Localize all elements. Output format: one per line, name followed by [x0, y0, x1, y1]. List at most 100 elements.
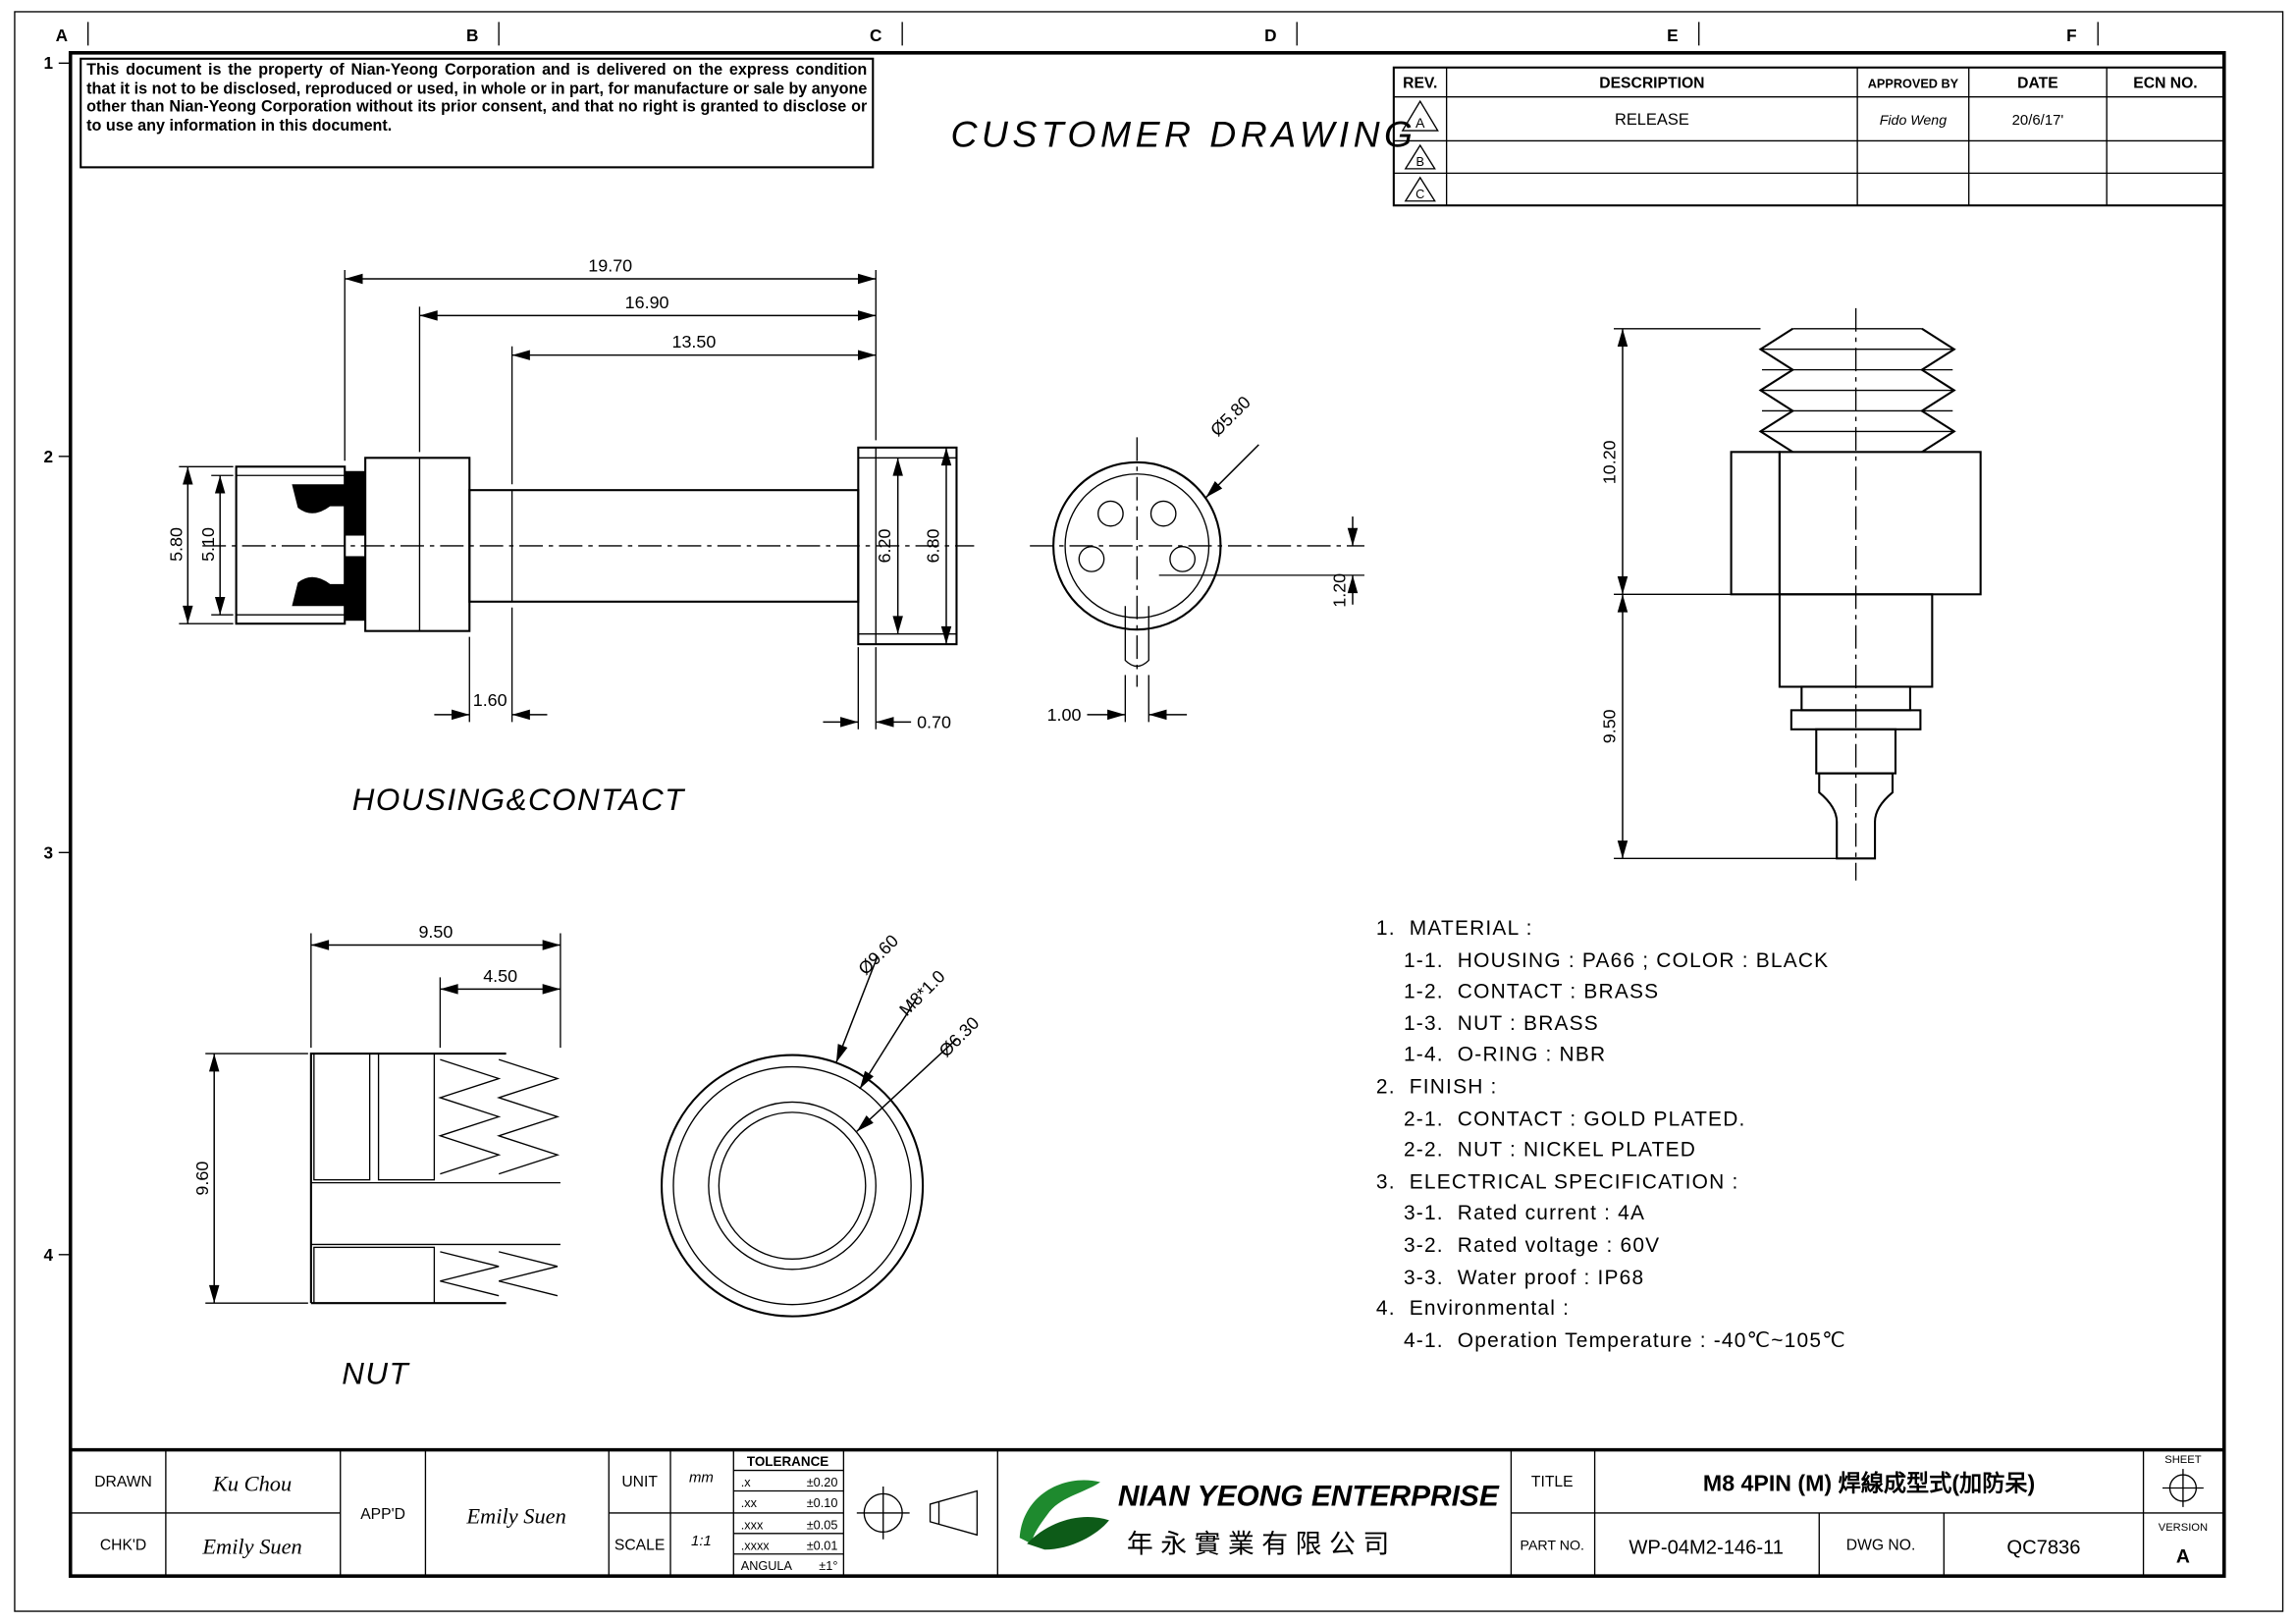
dim-1-60: 1.60 [434, 607, 548, 723]
sheet-label: SHEET [2164, 1454, 2201, 1466]
zone-row-3: 3 [44, 842, 54, 862]
tol-x-label: .x [741, 1476, 752, 1489]
title-block-horizontals [70, 1469, 2224, 1555]
tol-angle-label: ANGULA [741, 1559, 793, 1573]
property-notice-text: This document is the property of Nian-Ye… [86, 61, 868, 135]
svg-text:Ø9.60: Ø9.60 [854, 931, 902, 979]
scale-label: SCALE [614, 1537, 665, 1553]
dim-dia-9-60: Ø9.60 [835, 931, 902, 1063]
keyway-slot [1124, 606, 1149, 668]
nut-thread-profile-2 [496, 1058, 561, 1175]
unit-label: UNIT [621, 1474, 658, 1490]
revision-row-a: A RELEASE Fido Weng 20/6/17' [1401, 99, 2063, 132]
nut-knurl [1778, 451, 1982, 596]
svg-text:1.60: 1.60 [473, 690, 507, 710]
nut-side-view: 9.50 4.50 9.60 NUT [192, 922, 561, 1390]
svg-text:5.80: 5.80 [166, 527, 186, 562]
property-notice: This document is the property of Nian-Ye… [80, 57, 875, 169]
pin-2 [1149, 500, 1177, 527]
inner-border [68, 51, 2226, 1578]
contact-tail-inner-lines [236, 474, 346, 616]
outer-border [14, 11, 2284, 1612]
sheet-border: A B C D E F 1 2 3 4 [14, 11, 2284, 1612]
projection-symbols [856, 1487, 979, 1540]
dim-0-70: 0.70 [823, 647, 951, 731]
dim-9-50-overmold: 9.50 [1600, 594, 1838, 859]
housing-contact-label: HOUSING&CONTACT [352, 783, 686, 817]
contact-carrier-upper [345, 470, 366, 536]
dim-10-20: 10.20 [1600, 328, 1761, 595]
rev-letter: B [1416, 155, 1424, 169]
title-block: DRAWN Ku Chou CHK'D Emily Suen APP'D Emi… [70, 1447, 2224, 1577]
housing-contact-side-view: 19.70 16.90 13.50 5.80 5.10 6.20 [166, 255, 975, 817]
revision-table: REV. DESCRIPTION APPROVED BY DATE ECN NO… [1392, 66, 2225, 207]
zone-row-4: 4 [44, 1245, 54, 1265]
revision-row-c: C [1404, 176, 1436, 202]
nut-bore-circle [708, 1101, 877, 1271]
approved-by-header: APPROVED BY [1868, 78, 1959, 91]
svg-text:10.20: 10.20 [1600, 440, 1620, 484]
svg-text:4.50: 4.50 [483, 966, 517, 986]
revision-row-b: B [1404, 143, 1436, 170]
assembly-side-view: 10.20 9.50 [1600, 307, 1982, 881]
face-inner-circle [1064, 473, 1210, 619]
tol-x-value: ±0.20 [807, 1476, 838, 1489]
projection-cone-icon [929, 1489, 979, 1537]
nut-outer-circle [661, 1054, 925, 1318]
contact-upper [292, 484, 346, 514]
cable-boot [1818, 772, 1895, 860]
revision-triangle-icon [1404, 143, 1436, 170]
svg-text:M8*1.0: M8*1.0 [895, 966, 948, 1019]
nut-knurl-band-3 [313, 1246, 436, 1304]
dim-6-80: 6.80 [924, 447, 952, 645]
housing-flange [364, 457, 471, 632]
dim-dia-5-80: Ø5.80 [1205, 393, 1259, 499]
tolerance-table: TOLERANCE .x ±0.20 .xx ±0.10 .xxx ±0.05 … [741, 1454, 838, 1573]
dim-5-80: 5.80 [166, 465, 234, 624]
dim-1-20: 1.20 [1158, 516, 1364, 608]
tolerance-header: TOLERANCE [747, 1454, 828, 1469]
svg-text:16.90: 16.90 [625, 293, 669, 312]
zone-col-f: F [2066, 26, 2076, 45]
thread-section [1758, 327, 1956, 454]
revision-triangle-icon [1404, 176, 1436, 202]
dim-1-00: 1.00 [1047, 675, 1188, 725]
nut-bore-inner-circle [718, 1111, 867, 1261]
description-header: DESCRIPTION [1599, 76, 1704, 92]
dim-9-60: 9.60 [192, 1053, 308, 1304]
version-value: A [2176, 1546, 2190, 1568]
nut-section-hatch [1730, 451, 1781, 596]
tol-angle-value: ±1° [819, 1559, 837, 1573]
nut-knurl-band-2 [377, 1053, 436, 1181]
svg-text:9.50: 9.50 [1600, 709, 1620, 743]
svg-text:1.00: 1.00 [1047, 705, 1082, 725]
nut-label: NUT [342, 1356, 410, 1390]
tol-xx-value: ±0.10 [807, 1496, 838, 1510]
projection-crosshair-icon [856, 1487, 910, 1540]
zone-col-d: D [1264, 26, 1276, 45]
notes-text: 1. MATERIAL : 1-1. HOUSING : PA66 ; COLO… [1375, 915, 1846, 1352]
chkd-label: CHK'D [100, 1537, 146, 1553]
pin-1 [1097, 500, 1124, 527]
svg-text:1.20: 1.20 [1330, 573, 1350, 608]
nut-thread-circle [672, 1065, 912, 1306]
housing-end-view: Ø5.80 1.20 1.00 [1030, 393, 1364, 725]
tol-xxx-label: .xxx [741, 1518, 764, 1532]
tol-xxxx-value: ±0.01 [807, 1539, 838, 1552]
contact-lower [292, 576, 346, 607]
zone-row-2: 2 [44, 447, 54, 466]
nut-thread-profile-1 [438, 1058, 502, 1175]
housing-front [857, 446, 958, 646]
nut-knurl-band-1 [313, 1053, 371, 1181]
dim-13-50: 13.50 [510, 332, 877, 485]
dim-5-10: 5.10 [198, 474, 234, 616]
svg-text:Ø5.80: Ø5.80 [1206, 393, 1255, 441]
contact-tail-outline [235, 465, 347, 625]
zone-row-1: 1 [44, 53, 54, 73]
zone-col-c: C [870, 26, 881, 45]
date-header: DATE [2017, 76, 2058, 92]
version-label: VERSION [2159, 1522, 2208, 1534]
zone-row-ticks [58, 62, 70, 1256]
